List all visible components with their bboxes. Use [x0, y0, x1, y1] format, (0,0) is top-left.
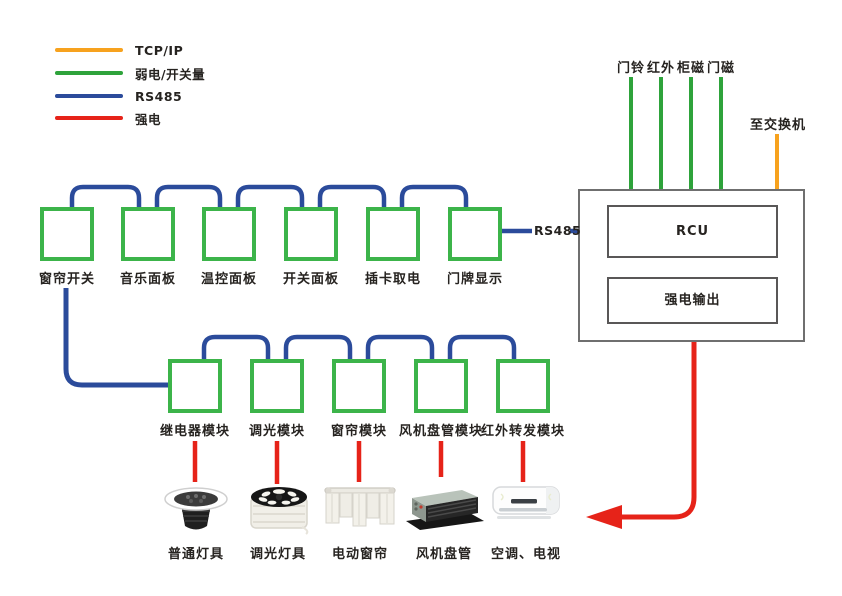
air-conditioner-icon	[489, 482, 565, 530]
sensor-label-infrared: 红外	[646, 61, 675, 76]
panel-label-switch: 开关面板	[282, 272, 339, 287]
strong-power-line	[621, 325, 697, 520]
module-label-curtain: 窗帘模块	[330, 424, 387, 439]
legend-item-weak-current: 弱电/开关量	[55, 64, 205, 82]
legend-label: 弱电/开关量	[135, 66, 206, 82]
device-label-electric-curtain: 电动窗帘	[331, 547, 388, 562]
strong-power-output-box: 强电输出	[607, 277, 778, 324]
panel-switch	[284, 207, 338, 261]
device-label-dimmable-lamp: 调光灯具	[249, 547, 306, 562]
row1-to-row2-feeder-line	[63, 288, 170, 388]
panel-label-doorplate-display: 门牌显示	[446, 272, 503, 287]
panel-label-keycard-power: 插卡取电	[364, 272, 421, 287]
uplink-label: 至交换机	[749, 118, 806, 133]
panel-thermostat	[202, 207, 256, 261]
legend-item-rs485: RS485	[55, 87, 182, 105]
red-line-swatch	[55, 116, 123, 120]
sensor-label-cabinet-magnet: 柜磁	[676, 61, 705, 76]
module-curtain	[332, 359, 386, 413]
device-label-ordinary-lamp: 普通灯具	[167, 547, 224, 562]
device-label-ac-tv: 空调、电视	[490, 547, 561, 562]
module-dimmer	[250, 359, 304, 413]
panel-music	[121, 207, 175, 261]
panel-label-thermostat: 温控面板	[200, 272, 257, 287]
module-label-dimmer: 调光模块	[248, 424, 305, 439]
module-label-fan-coil: 风机盘管模块	[398, 424, 483, 439]
green-line-swatch	[55, 71, 123, 75]
rs485-bus-label: RS485	[534, 223, 582, 238]
panel-keycard-power	[366, 207, 420, 261]
module-fan-coil	[414, 359, 468, 413]
orange-line-swatch	[55, 48, 123, 52]
panel-label-music: 音乐面板	[119, 272, 176, 287]
legend-label: 强电	[135, 111, 162, 127]
blue-line-swatch	[55, 94, 123, 98]
module-relay	[168, 359, 222, 413]
device-label-fan-coil: 风机盘管	[415, 547, 472, 562]
motorized-curtain-icon	[323, 482, 397, 536]
panel-label-curtain-switch: 窗帘开关	[38, 272, 95, 287]
fan-coil-icon	[404, 476, 484, 538]
module-label-ir-forward: 红外转发模块	[480, 424, 565, 439]
led-strip-reel-icon	[244, 484, 314, 540]
legend-label: TCP/IP	[135, 42, 184, 58]
sensor-label-door-magnet: 门磁	[706, 61, 735, 76]
downlight-icon	[161, 482, 231, 540]
legend-label: RS485	[135, 88, 183, 104]
legend-item-tcpip: TCP/IP	[55, 41, 183, 59]
panel-curtain-switch	[40, 207, 94, 261]
module-label-relay: 继电器模块	[159, 424, 230, 439]
rcu-unit-box: RCU	[607, 205, 778, 258]
sensor-label-doorbell: 门铃	[616, 61, 645, 76]
module-ir-forward	[496, 359, 550, 413]
panel-doorplate-display	[448, 207, 502, 261]
strong-power-arrowhead	[586, 505, 622, 529]
legend-item-strong-current: 强电	[55, 109, 161, 127]
